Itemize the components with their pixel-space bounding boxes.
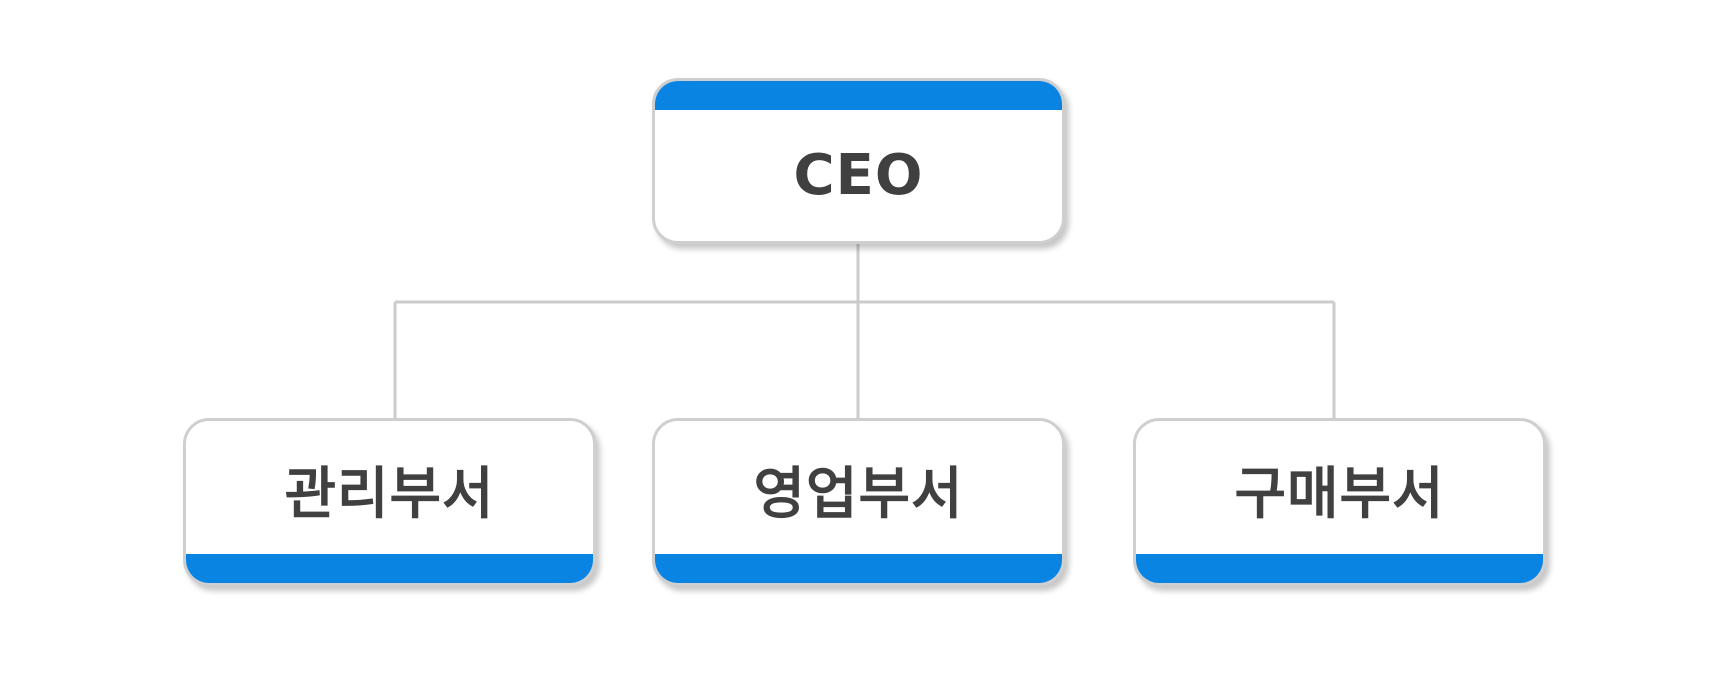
node-sales-dept-label: 영업부서: [753, 461, 964, 527]
node-management-dept: 관리부서: [183, 418, 596, 586]
node-purchasing-dept-label: 구매부서: [1234, 461, 1445, 527]
node-sales-dept-accent-band: [655, 554, 1062, 583]
node-ceo-label: CEO: [793, 142, 924, 208]
node-ceo-accent-band: [655, 81, 1062, 110]
node-management-dept-accent-band: [186, 554, 593, 583]
node-sales-dept: 영업부서: [652, 418, 1065, 586]
node-purchasing-dept: 구매부서: [1133, 418, 1546, 586]
node-ceo: CEO: [652, 78, 1065, 244]
node-management-dept-label: 관리부서: [284, 461, 495, 527]
node-purchasing-dept-accent-band: [1136, 554, 1543, 583]
